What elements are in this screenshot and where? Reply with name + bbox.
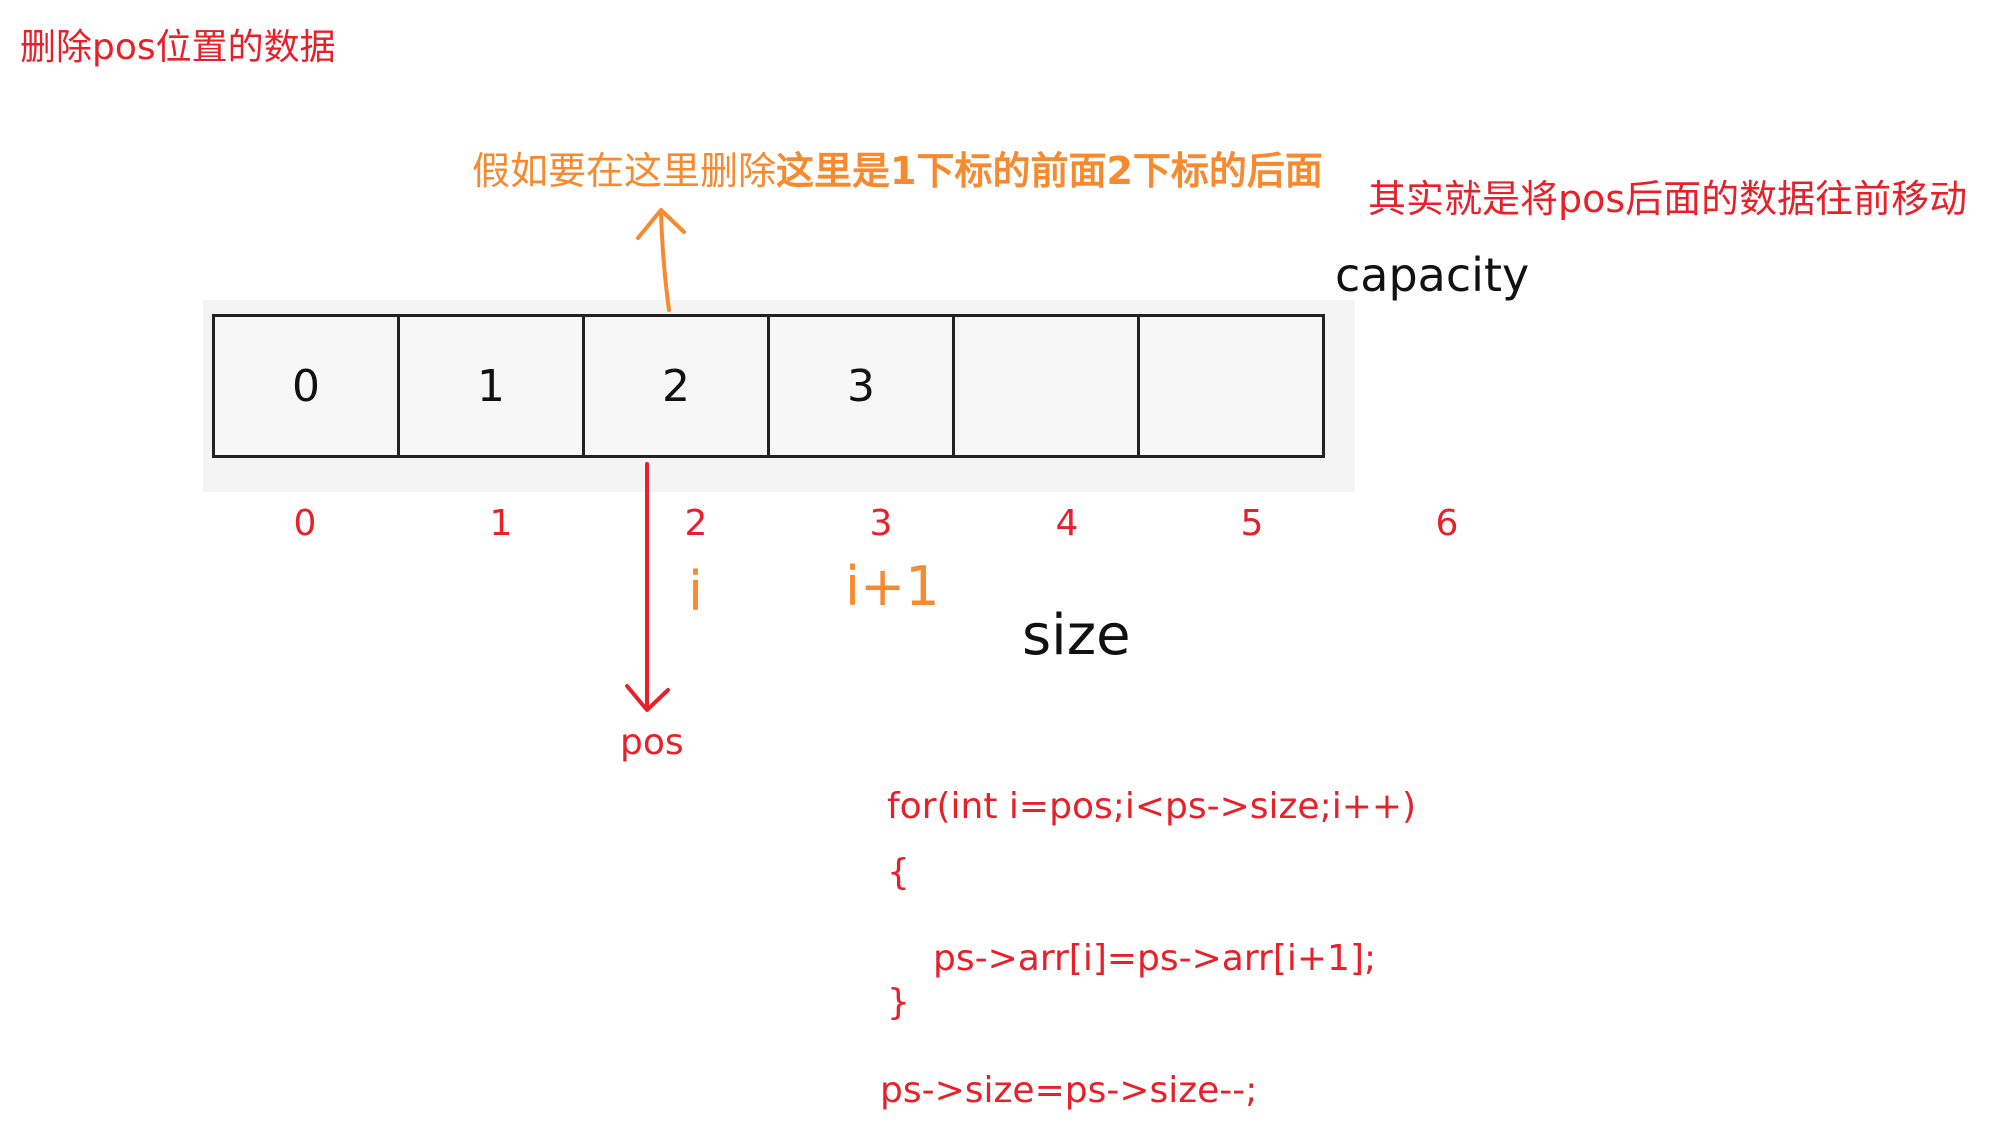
var-i-label: i: [688, 560, 704, 623]
size-label: size: [1022, 603, 1131, 668]
index-label-5: 5: [1240, 503, 1264, 544]
code-line-2: {: [887, 852, 910, 893]
array-cell-4: [955, 317, 1140, 455]
index-label-2: 2: [684, 503, 708, 544]
diagram-title: 删除pos位置的数据: [20, 27, 336, 68]
array-cell-1: 1: [400, 317, 585, 455]
index-label-4: 4: [1055, 503, 1079, 544]
index-label-3: 3: [869, 503, 893, 544]
code-line-5: ps->size=ps->size--;: [880, 1070, 1258, 1111]
orange-annotation-bold: 这里是1下标的前面2下标的后面: [776, 149, 1323, 193]
orange-up-arrow-icon: [636, 208, 686, 312]
orange-annotation-normal: 假如要在这里删除: [472, 149, 777, 193]
index-label-0: 0: [293, 503, 317, 544]
var-i-plus-1-label: i+1: [845, 555, 940, 618]
capacity-label: capacity: [1335, 248, 1530, 302]
code-line-1: for(int i=pos;i<ps->size;i++): [887, 786, 1417, 827]
array-cell-2: 2: [585, 317, 770, 455]
code-line-3: ps->arr[i]=ps->arr[i+1];: [933, 938, 1377, 979]
index-label-1: 1: [489, 503, 513, 544]
orange-annotation: 假如要在这里删除这里是1下标的前面2下标的后面: [472, 140, 1323, 195]
array-cell-3: 3: [770, 317, 955, 455]
index-label-6: 6: [1435, 503, 1459, 544]
array-boxes: 0 1 2 3: [212, 314, 1325, 458]
array-cell-0: 0: [215, 317, 400, 455]
pos-label: pos: [620, 722, 684, 763]
red-annotation: 其实就是将pos后面的数据往前移动: [1368, 177, 1968, 221]
array-cell-5: [1140, 317, 1325, 455]
code-line-4: }: [887, 982, 910, 1023]
red-down-arrow-icon: [625, 462, 670, 712]
